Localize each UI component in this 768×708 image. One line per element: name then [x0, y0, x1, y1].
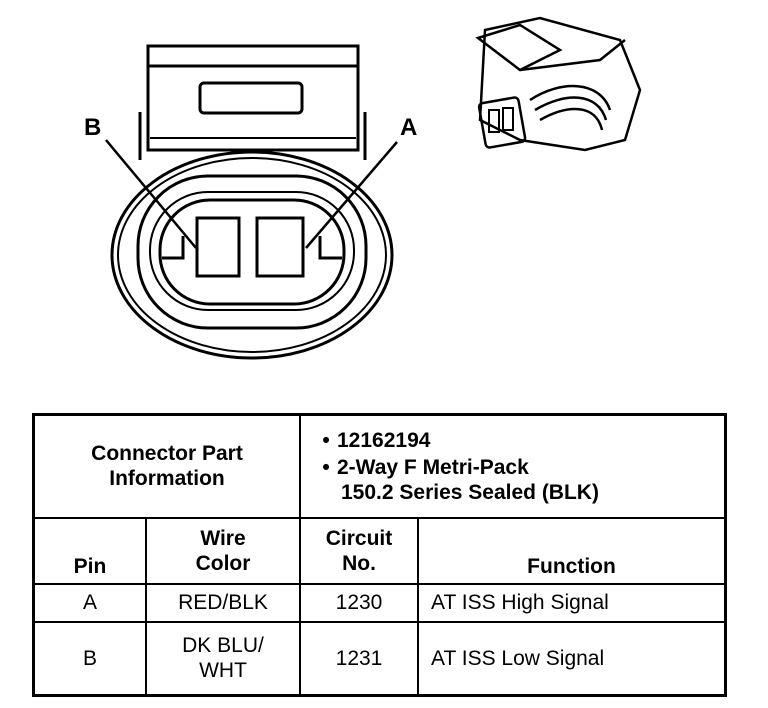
- wire-color-cell: RED/BLK: [145, 582, 301, 623]
- connector-body: [138, 44, 367, 160]
- bullet: •: [322, 455, 330, 479]
- table-row: B DK BLU/WHT 1231 AT ISS Low Signal: [32, 620, 727, 697]
- pin-cell: A: [32, 582, 147, 623]
- leader-line-a: [305, 141, 398, 249]
- pin-cavity-b: [195, 216, 241, 278]
- pin-cavity-a: [255, 216, 305, 278]
- wire-color-cell: DK BLU/WHT: [145, 620, 301, 697]
- part-description: 2-Way F Metri-Pack: [337, 455, 529, 479]
- part-series: 150.2 Series Sealed (BLK): [341, 480, 599, 504]
- pin-cavities: [162, 216, 342, 278]
- connector-3d-view: [475, 16, 642, 152]
- pin-cell: B: [32, 620, 147, 697]
- table-row: A RED/BLK 1230 AT ISS High Signal: [32, 582, 727, 623]
- connector-face-diagram: B A: [84, 16, 642, 360]
- leader-line-b: [105, 139, 197, 249]
- header-function: Function: [417, 516, 727, 585]
- part-info-label: Connector Part Information: [32, 413, 301, 519]
- circuit-cell: 1231: [299, 620, 419, 697]
- pin-label-b: B: [84, 114, 101, 141]
- circuit-cell: 1230: [299, 582, 419, 623]
- function-cell: AT ISS High Signal: [417, 582, 727, 623]
- connector-info-table: Connector Part Information • 12162194 • 2-…: [32, 413, 727, 697]
- connector-seal-oval: [110, 150, 394, 360]
- pin-label-a: A: [400, 114, 417, 141]
- part-number: 12162194: [337, 428, 431, 452]
- bullet: •: [322, 428, 330, 452]
- header-pin: Pin: [32, 516, 147, 585]
- function-cell: AT ISS Low Signal: [417, 620, 727, 697]
